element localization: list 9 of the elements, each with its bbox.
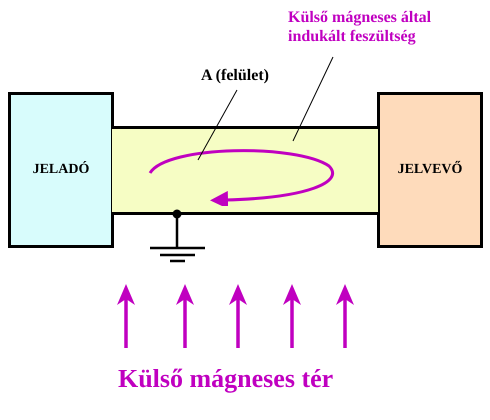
device-label: JELADÓ [32, 162, 90, 178]
field-label: Külső mágneses tér [118, 364, 334, 394]
callout-text: Külső mágneses által indukált feszültség [288, 8, 432, 46]
leader-line [198, 90, 238, 160]
cable-band [112, 126, 378, 215]
device-box [8, 92, 114, 248]
device-box [377, 92, 483, 248]
callout-text: A (felület) [200, 66, 270, 86]
device-label: JELVEVŐ [398, 162, 462, 178]
